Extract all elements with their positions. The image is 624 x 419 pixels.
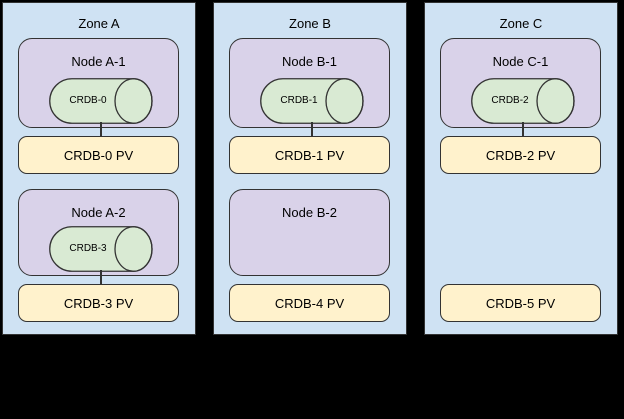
- node-a2-box: Node A-2 CRDB-3: [18, 189, 179, 276]
- crdb-0-cylinder: CRDB-0: [49, 78, 153, 124]
- node-b1-title: Node B-1: [282, 54, 337, 69]
- crdb-1-pv-box: CRDB-1 PV: [229, 136, 390, 174]
- database-cylinder-icon: [49, 226, 153, 272]
- crdb-1-label: CRDB-1: [280, 95, 318, 106]
- zone-a-panel: Zone A Node A-1 CRDB-0 CRDB-0 PV Node A-…: [2, 2, 196, 335]
- crdb-3-cylinder: CRDB-3: [49, 226, 153, 272]
- crdb-0-label: CRDB-0: [69, 95, 107, 106]
- crdb-1-cylinder: CRDB-1: [260, 78, 364, 124]
- node-c1-title: Node C-1: [492, 54, 549, 69]
- crdb-4-pv-box: CRDB-4 PV: [229, 284, 390, 322]
- crdb-3-pv-box: CRDB-3 PV: [18, 284, 179, 322]
- database-cylinder-icon: [260, 78, 364, 124]
- crdb-3-label: CRDB-3: [69, 243, 107, 254]
- crdb-2-cylinder: CRDB-2: [471, 78, 575, 124]
- crdb-0-pv-box: CRDB-0 PV: [18, 136, 179, 174]
- zone-c-title: Zone C: [499, 16, 543, 31]
- connector-a2-pv: [100, 270, 102, 284]
- node-c1-box: Node C-1 CRDB-2: [440, 38, 601, 128]
- node-a2-title: Node A-2: [71, 205, 126, 220]
- node-a1-box: Node A-1 CRDB-0: [18, 38, 179, 128]
- crdb-2-pv-box: CRDB-2 PV: [440, 136, 601, 174]
- node-b2-box: Node B-2: [229, 189, 390, 276]
- database-cylinder-icon: [471, 78, 575, 124]
- node-b2-title: Node B-2: [282, 205, 337, 220]
- connector-a1-pv: [100, 122, 102, 136]
- zone-a-title: Zone A: [78, 16, 120, 31]
- node-b1-box: Node B-1 CRDB-1: [229, 38, 390, 128]
- zone-b-title: Zone B: [289, 16, 331, 31]
- database-cylinder-icon: [49, 78, 153, 124]
- zone-b-panel: Zone B Node B-1 CRDB-1 CRDB-1 PV Node B-…: [213, 2, 407, 335]
- crdb-5-pv-box: CRDB-5 PV: [440, 284, 601, 322]
- crdb-2-label: CRDB-2: [491, 95, 529, 106]
- connector-b1-pv: [311, 122, 313, 136]
- zone-c-panel: Zone C Node C-1 CRDB-2 CRDB-2 PV CRDB-5 …: [424, 2, 618, 335]
- connector-c1-pv: [522, 122, 524, 136]
- node-a1-title: Node A-1: [71, 54, 126, 69]
